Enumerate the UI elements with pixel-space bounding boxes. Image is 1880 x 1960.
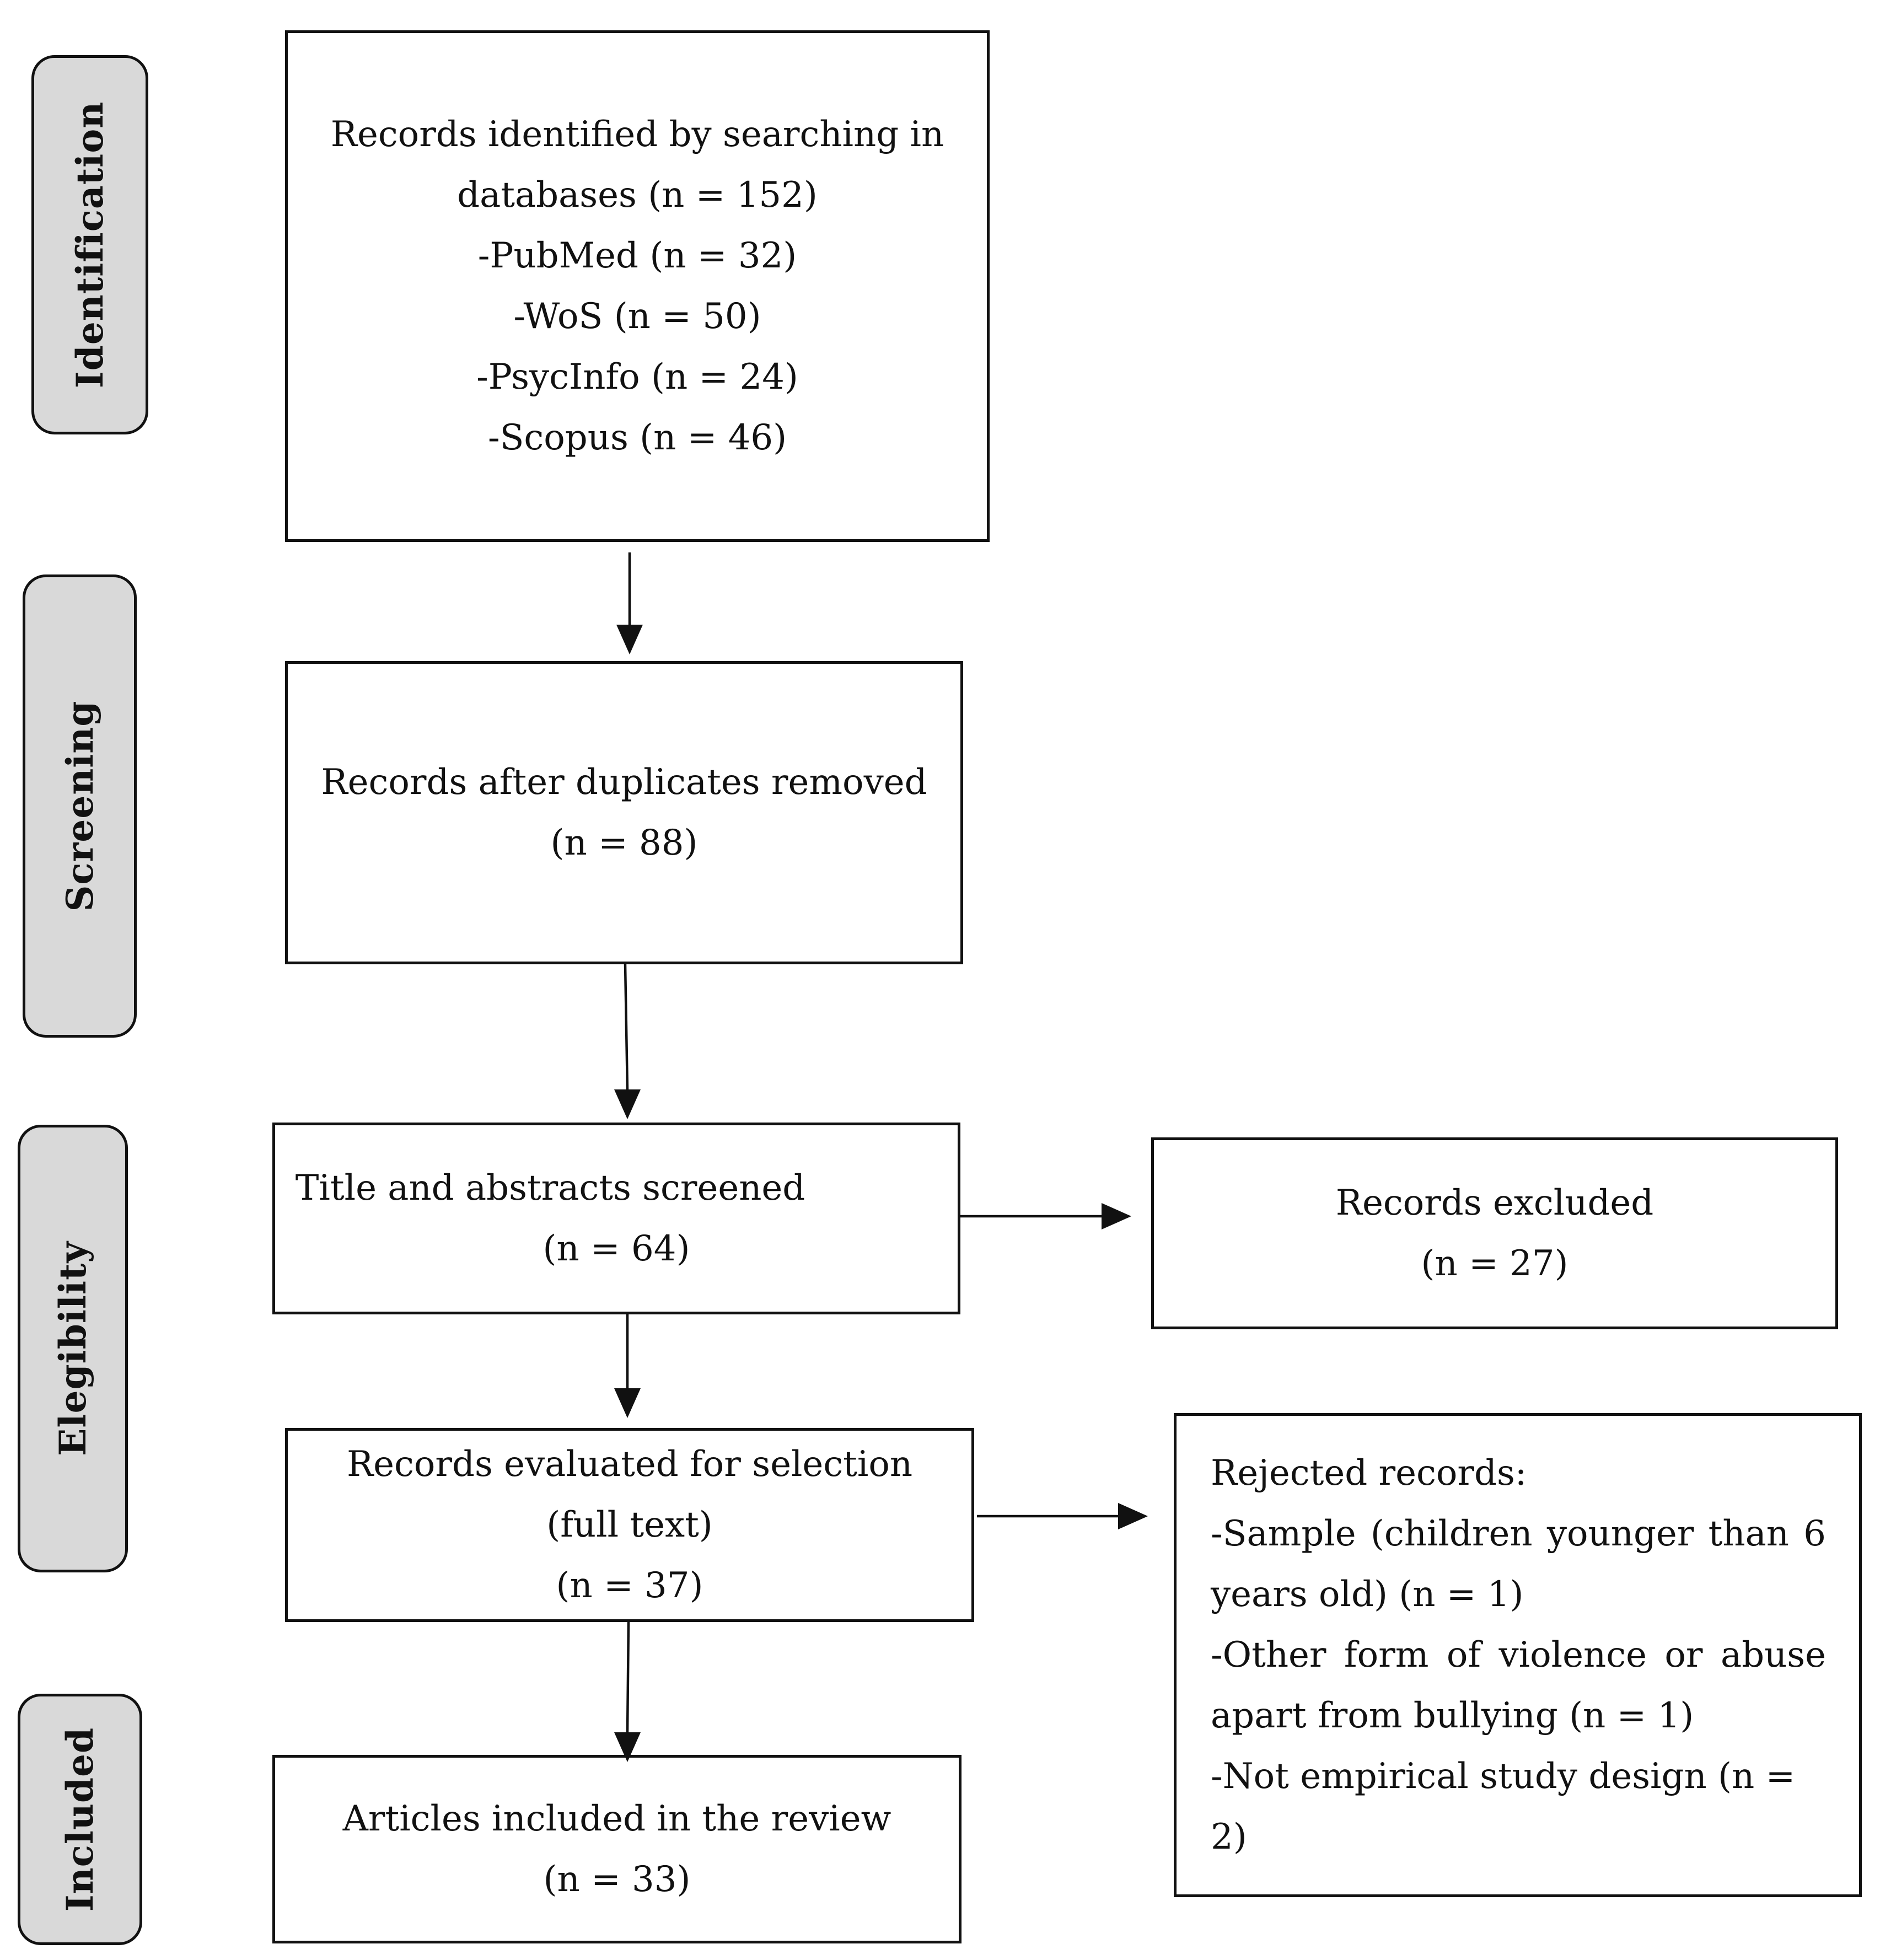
arrow-head [1102,1203,1131,1229]
arrow-duplicates-to-screened [624,964,629,1091]
box-line: -PubMed (n = 32) [477,235,797,276]
arrow-head [616,625,643,654]
box-line: -Scopus (n = 46) [487,417,787,458]
records-identified-box: Records identified by searching in datab… [285,30,990,542]
box-line: -Sample (children younger than 6 [1211,1513,1826,1554]
box-line: Rejected records: [1211,1453,1527,1494]
phase-included: Included [18,1694,142,1945]
box-line: -Not empirical study design (n = 2) [1211,1756,1796,1857]
rejected-records-box: Rejected records: -Sample (children youn… [1174,1413,1862,1897]
box-line: (n = 27) [1421,1243,1569,1284]
articles-included-box: Articles included in the review (n = 33) [272,1755,962,1943]
phase-screening: Screening [23,574,137,1038]
records-evaluated-box: Records evaluated for selection (full te… [285,1428,974,1622]
phase-identification: Identification [31,55,148,434]
arrow-head [614,1732,641,1762]
records-excluded-box: Records excluded (n = 27) [1151,1137,1838,1329]
arrow-head [614,1388,641,1418]
records-after-duplicates-box: Records after duplicates removed (n = 88… [285,661,963,964]
arrow-evaluated-to-included [626,1621,630,1734]
box-line: Records identified by searching in [330,114,944,155]
box-line: (full text) [546,1505,713,1545]
box-line: Articles included in the review [342,1798,891,1839]
box-line: (n = 64) [542,1228,690,1269]
arrow-head [614,1089,641,1119]
box-line: -PsycInfo (n = 24) [476,357,798,398]
box-line: Records after duplicates removed [321,762,927,803]
box-line: Records evaluated for selection [346,1444,913,1485]
box-line: (n = 33) [543,1859,691,1900]
title-abstracts-screened-box: Title and abstracts screened (n = 64) [272,1123,960,1314]
arrow-head [1118,1503,1148,1529]
phase-eligibility: Elegibility [18,1125,128,1572]
box-line: Records excluded [1335,1183,1654,1223]
box-line: -Other form of violence or abuse [1211,1635,1826,1676]
box-line: databases (n = 152) [457,175,818,216]
box-line: (n = 88) [550,823,698,863]
box-line: (n = 37) [556,1565,703,1606]
box-line: -WoS (n = 50) [513,296,761,337]
box-line: years old) (n = 1) [1211,1574,1524,1615]
box-line: Title and abstracts screened [295,1168,805,1209]
box-line: apart from bullying (n = 1) [1211,1695,1694,1736]
